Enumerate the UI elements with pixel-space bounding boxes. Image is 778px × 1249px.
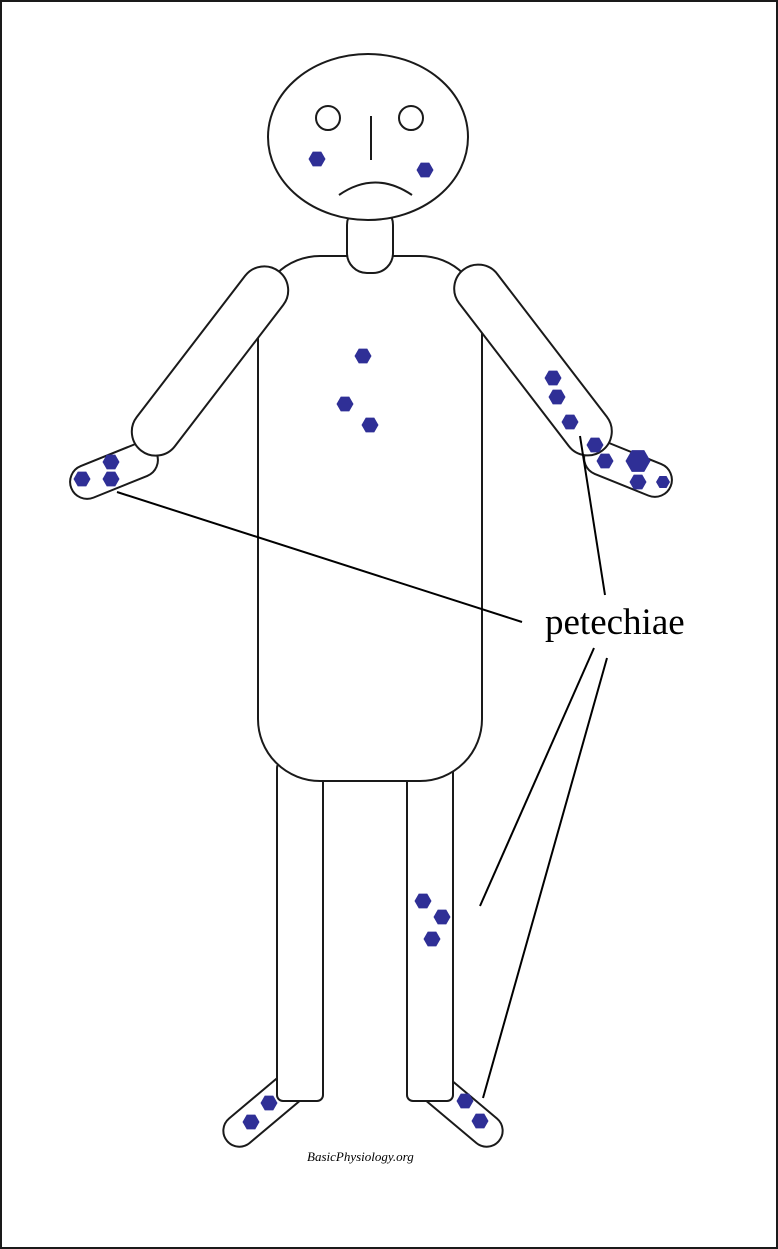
left-leg [276,761,324,1102]
right-arm [453,263,613,457]
petechia-spot [336,396,354,412]
petechia-spot [361,417,379,433]
petechia-spot [423,931,441,947]
head [267,53,469,221]
petechia-spot [414,893,432,909]
petechia-spot [260,1095,278,1111]
frown-mouth [338,181,413,196]
petechia-spot [308,151,326,167]
leader-line-leg [479,647,595,907]
petechia-spot [73,471,91,487]
petechia-spot [102,471,120,487]
petechiae-label: petechiae [545,602,685,643]
credit-label: BasicPhysiology.org [307,1149,414,1164]
petechia-spot [416,162,434,178]
right-eye [398,105,424,131]
petechia-spot [433,909,451,925]
leader-line-left-hand [116,491,523,623]
leader-line-right-arm [579,435,606,596]
right-leg [406,761,454,1102]
petechia-spot [471,1113,489,1129]
petechia-spot [656,475,670,489]
torso [257,255,483,782]
petechia-spot [561,414,579,430]
petechia-spot [102,454,120,470]
petechia-spot [544,370,562,386]
petechia-spot [629,474,647,490]
petechia-spot [456,1093,474,1109]
leader-line-foot [482,657,608,1099]
petechia-spot [586,437,604,453]
left-eye [315,105,341,131]
petechia-spot [354,348,372,364]
petechia-spot [242,1114,260,1130]
petechia-spot [625,450,651,472]
petechia-spot [548,389,566,405]
petechia-spot [596,453,614,469]
petechiae-spots [73,151,670,1130]
